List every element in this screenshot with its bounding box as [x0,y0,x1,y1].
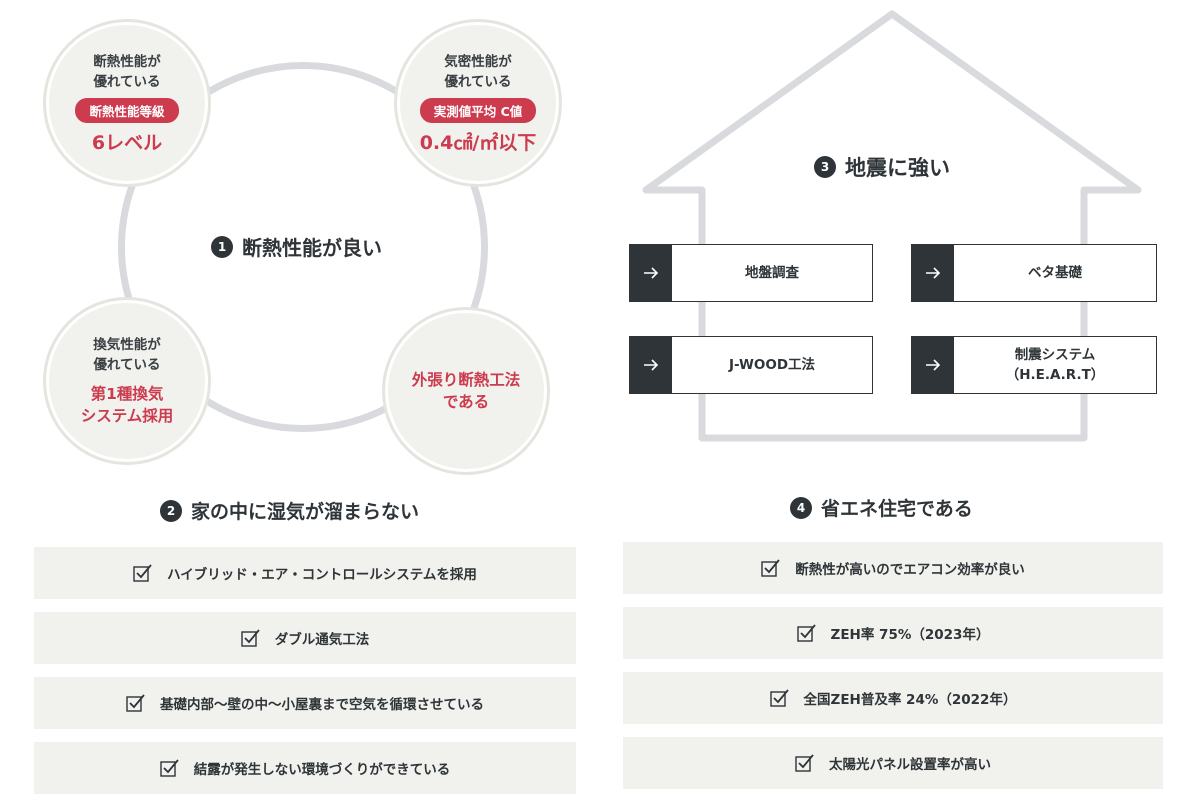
circle-sub-line2: 優れている [444,73,512,90]
list-item: 断熱性が高いのでエアコン効率が良い [623,542,1163,594]
list-item: 全国ZEH普及率 24%（2022年） [623,672,1163,724]
arrow-right-icon [644,359,659,371]
list-item: ダブル通気工法 [34,612,576,664]
circle-external-insulation: 外張り断熱工法 である [385,310,547,472]
checkbox-check-icon [796,624,816,642]
checkbox-check-icon [160,759,179,777]
checkbox-check-icon [761,559,780,577]
section3-heading: 3 地震に強い [814,152,950,182]
feature-label: ベタ基礎 [1028,265,1082,281]
circle-red-line2: システム採用 [80,407,174,425]
section-title: 断熱性能が良い [242,236,382,260]
list-item-label: 断熱性が高いのでエアコン効率が良い [795,562,1025,578]
list-item: 結露が発生しない環境づくりができている [34,742,576,794]
list-item: ZEH率 75%（2023年） [623,607,1163,659]
circle-sub-line2: 優れている [93,357,161,373]
list-item-label: 結露が発生しない環境づくりができている [193,762,451,778]
circle-pill: 断熱性能等級 [75,97,179,123]
section1-heading: 1 断熱性能が良い [211,232,382,261]
circle-sub-line1: 換気性能が [93,337,161,353]
list-item-label: ハイブリッド・エア・コントロールシステムを採用 [167,567,477,583]
section-number-badge: 2 [160,499,182,522]
list-item: 基礎内部〜壁の中〜小屋裏まで空気を循環させている [34,677,576,729]
feature-damping-system: 制震システム （H.E.A.R.T） [911,336,1157,394]
checkbox-check-icon [769,689,789,707]
feature-label-line2: （H.E.A.R.T） [1005,367,1105,383]
feature-jwood: J-WOOD工法 [629,336,873,394]
list-item-label: ZEH率 75%（2023年） [830,627,990,643]
checkbox-check-icon [795,754,814,772]
connector-ring [118,62,488,432]
checkbox-check-icon [241,629,260,647]
circle-red-line1: 第1種換気 [90,385,164,403]
section-title: 地震に強い [845,156,950,180]
list-item: ハイブリッド・エア・コントロールシステムを採用 [34,547,576,599]
circle-pill: 実測値平均 C値 [419,97,537,123]
feature-mat-foundation: ベタ基礎 [911,244,1157,302]
circle-red-line2: である [442,393,490,411]
circle-sub-line1: 断熱性能が [93,53,161,70]
arrow-right-icon [926,359,941,371]
feature-ground-survey: 地盤調査 [629,244,873,302]
list-item-label: 全国ZEH普及率 24%（2022年） [803,692,1017,708]
feature-label: 地盤調査 [745,265,799,281]
list-item-label: 太陽光パネル設置率が高い [829,757,991,773]
checkbox-check-icon [133,564,152,582]
arrow-right-icon [926,267,941,279]
list-item-label: ダブル通気工法 [274,632,370,648]
circle-airtight: 気密性能が 優れている 実測値平均 C値 0.4㎠/㎡以下 [397,22,559,184]
section-title: 家の中に湿気が溜まらない [191,501,420,523]
circle-insulation: 断熱性能が 優れている 断熱性能等級 6レベル [46,22,208,184]
circle-ventilation: 換気性能が 優れている 第1種換気 システム採用 [46,300,208,462]
list-item: 太陽光パネル設置率が高い [623,737,1163,789]
circle-value: 0.4㎠/㎡以下 [419,131,537,154]
house-outline [642,10,1142,442]
checkbox-check-icon [126,694,145,712]
feature-label: 制震システム （H.E.A.R.T） [954,337,1156,393]
section2-heading: 2 家の中に湿気が溜まらない [160,497,419,524]
section-number-badge: 4 [790,496,812,519]
circle-sub-line2: 優れている [93,73,161,90]
circle-red-line1: 外張り断熱工法 [411,371,521,389]
feature-label-line1: 制震システム [1014,347,1096,363]
feature-label: J-WOOD工法 [728,357,816,373]
circle-value: 6レベル [91,131,163,154]
section4-heading: 4 省エネ住宅である [790,494,973,521]
list-item-label: 基礎内部〜壁の中〜小屋裏まで空気を循環させている [160,697,484,713]
section-number-badge: 1 [211,235,233,258]
circle-sub-line1: 気密性能が [444,53,512,70]
section-number-badge: 3 [814,156,836,178]
arrow-right-icon [644,267,659,279]
section-title: 省エネ住宅である [821,498,973,520]
